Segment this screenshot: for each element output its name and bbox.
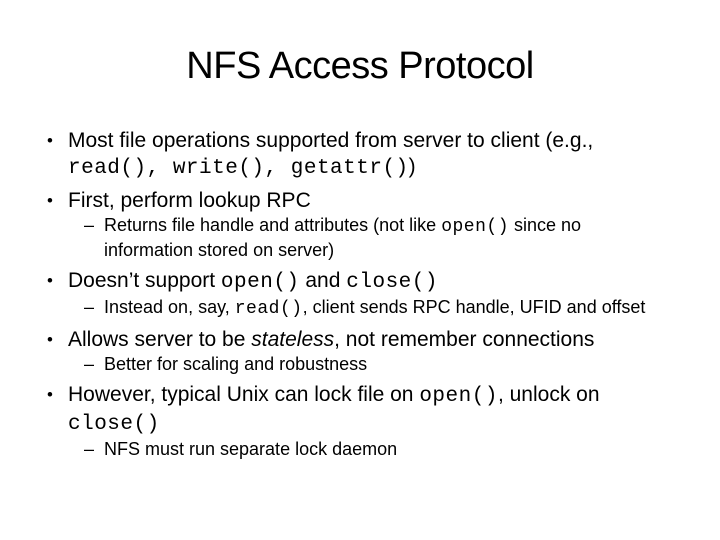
text-run: , not remember connections (334, 328, 595, 351)
bullet-marker: • (47, 271, 53, 290)
text-run: , unlock on (497, 383, 600, 406)
code-run: open() (220, 271, 300, 294)
text-run: and (299, 269, 347, 292)
text-run: Better for scaling and robustness (104, 354, 368, 374)
dash-marker: – (84, 439, 95, 459)
dash-marker: – (84, 297, 95, 317)
text-run: However, typical Unix can lock file on (68, 383, 420, 406)
dash-marker: – (84, 215, 95, 235)
code-run: open() (441, 217, 510, 237)
text-run: , client sends RPC handle, UFID and offs… (302, 297, 646, 317)
code-run: open() (419, 385, 498, 408)
sub-bullet-item: – NFS must run separate lock daemon (0, 438, 720, 461)
emphasis-run: stateless (251, 328, 335, 351)
bullet-item: • However, typical Unix can lock file on… (0, 382, 720, 438)
bullet-marker: • (47, 385, 53, 404)
text-run: Most file operations supported from serv… (68, 129, 594, 152)
text-run: First, perform lookup RPC (68, 189, 311, 212)
text-run: Doesn’t support (68, 269, 221, 292)
sub-bullet-item: – Returns file handle and attributes (no… (0, 214, 720, 262)
text-run: NFS must run separate lock daemon (104, 439, 398, 459)
bullet-item: • First, perform lookup RPC (0, 188, 720, 214)
text-run: information stored on server) (104, 240, 335, 260)
bullet-item: • Most file operations supported from se… (0, 128, 720, 182)
text-run: Instead on, say, (104, 297, 235, 317)
bullet-marker: • (47, 131, 53, 150)
sub-bullet-item: – Instead on, say, read(), client sends … (0, 296, 720, 321)
text-run: ) (408, 155, 416, 178)
text-run: Returns file handle and attributes (not … (104, 215, 442, 235)
bullet-item: • Allows server to be stateless, not rem… (0, 327, 720, 353)
bullet-item: • Doesn’t support open() and close() (0, 268, 720, 296)
code-run: read(), write(), getattr() (68, 157, 409, 180)
slide-body: • Most file operations supported from se… (0, 128, 720, 461)
code-run: close() (346, 271, 438, 294)
code-run: close() (68, 413, 160, 436)
bullet-marker: • (47, 191, 53, 210)
dash-marker: – (84, 354, 95, 374)
sub-bullet-item: – Better for scaling and robustness (0, 353, 720, 376)
bullet-marker: • (47, 330, 53, 349)
text-run: since no (509, 215, 582, 235)
code-run: read() (234, 299, 303, 319)
text-run: Allows server to be (68, 328, 252, 351)
slide-title: NFS Access Protocol (186, 45, 534, 87)
